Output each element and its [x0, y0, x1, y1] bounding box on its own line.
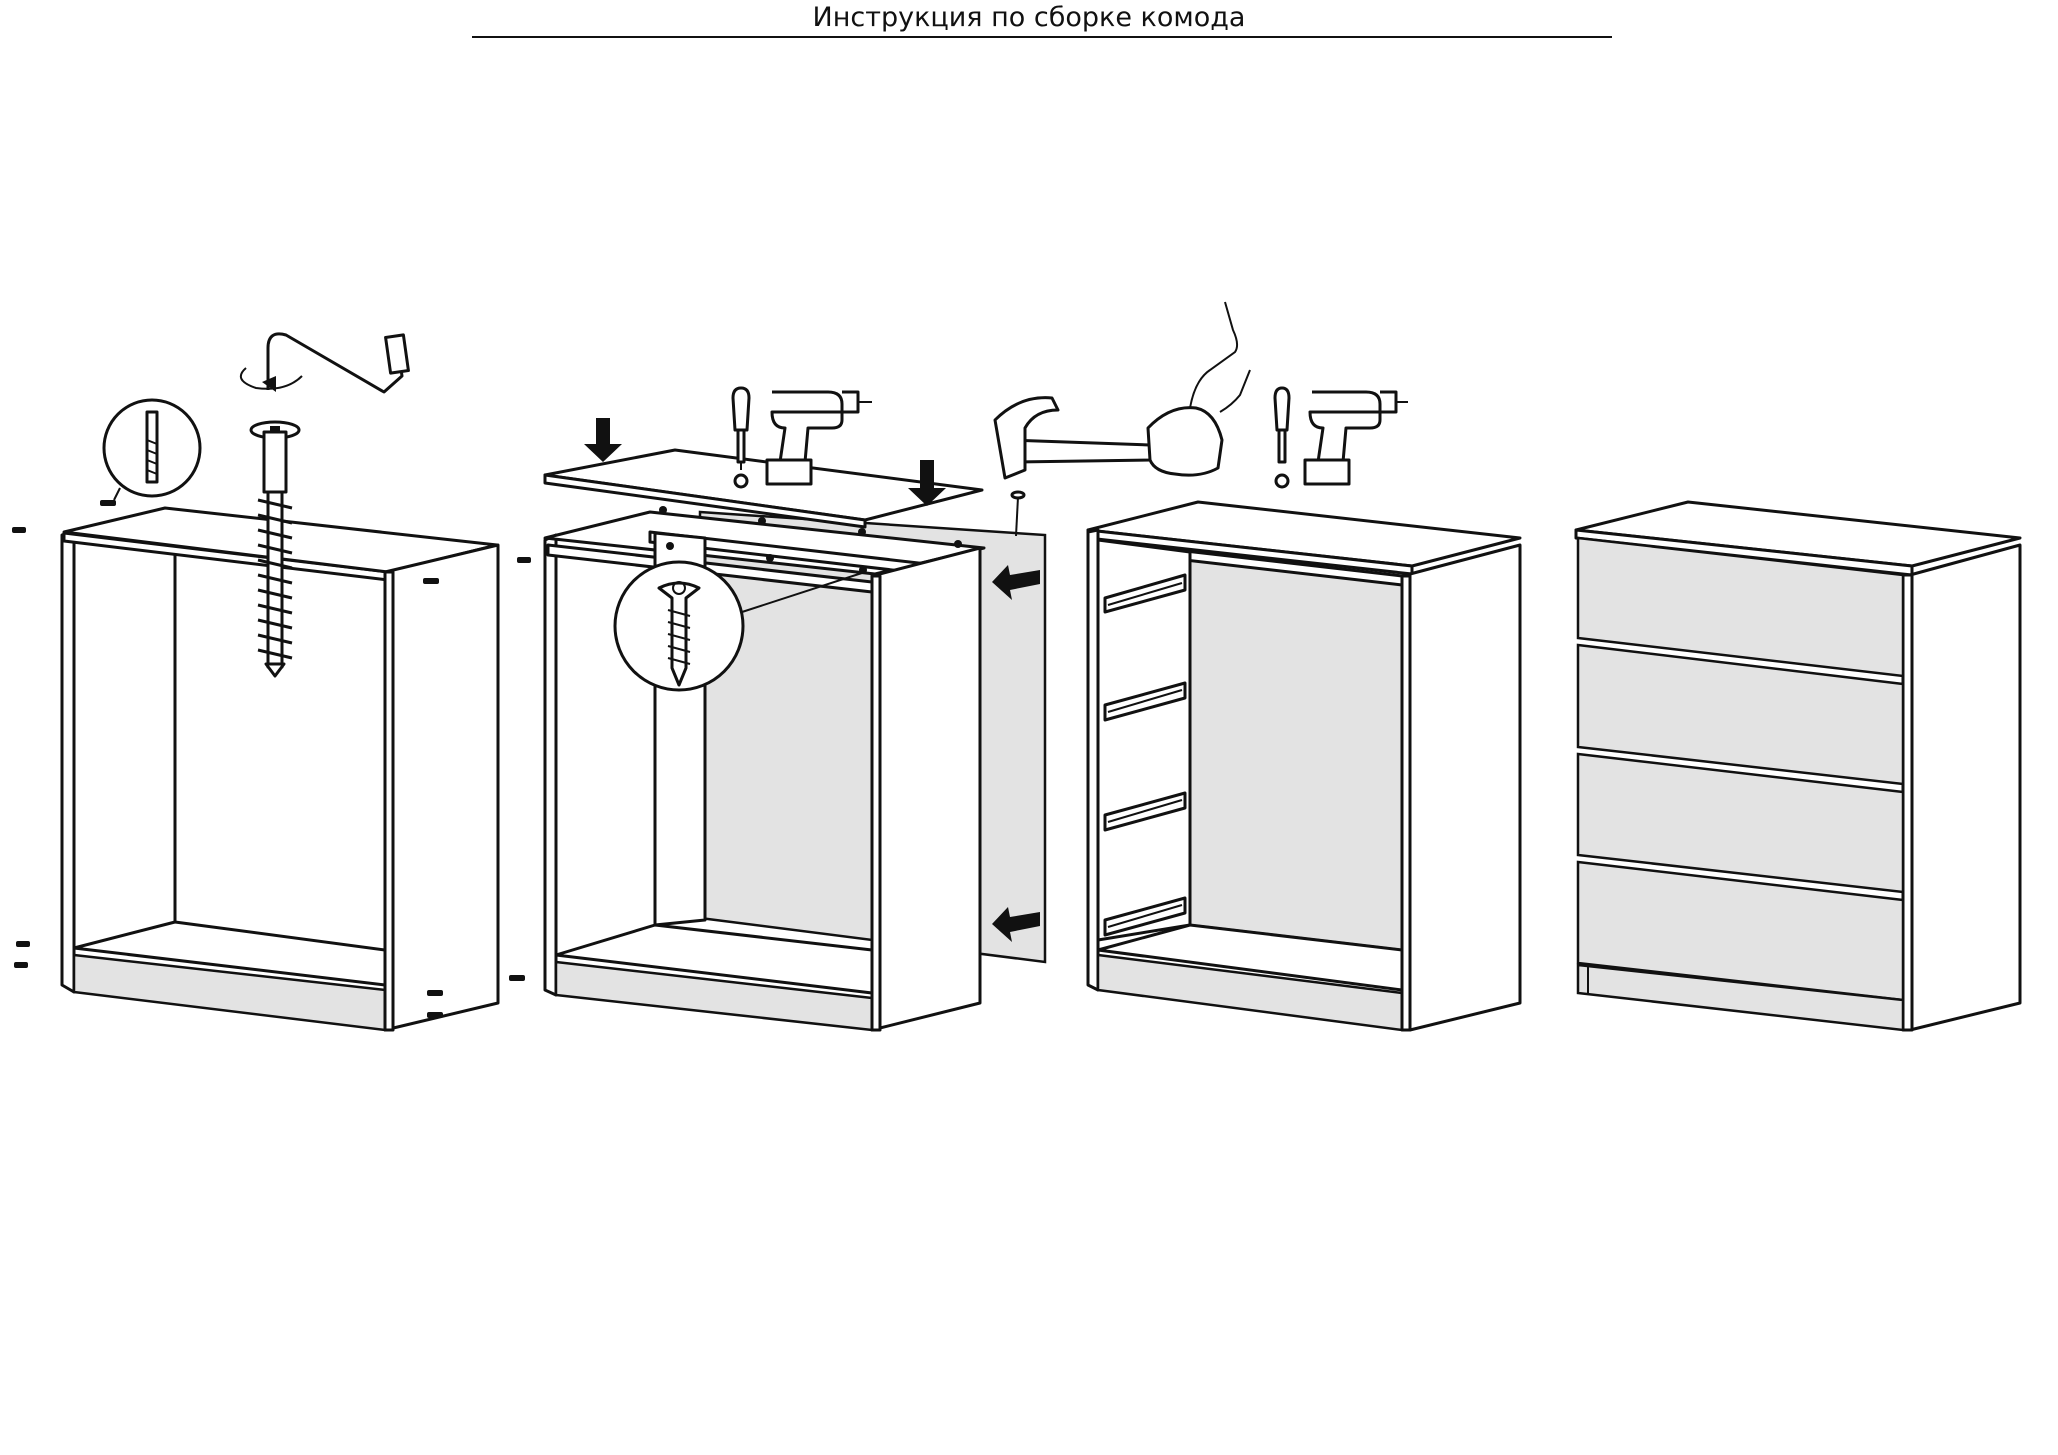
title-underline [472, 36, 1612, 38]
step-2-illustration [509, 386, 1047, 1032]
left-arrow-icon [992, 565, 1040, 600]
step-3-right-panel [1408, 543, 1522, 1032]
rotate-arrow-icon [239, 367, 303, 390]
left-arrow-icon [992, 907, 1040, 942]
screwdriver-icon [731, 386, 751, 489]
dowel-mark [517, 557, 531, 563]
step-1-right-panel-edge [383, 570, 395, 1032]
step-4-illustration [1574, 500, 2022, 1032]
step-2-left-panel [543, 533, 558, 997]
dowel-mark [100, 500, 116, 506]
hand-icon [1146, 301, 1251, 477]
confirmat-screw-icon [249, 420, 301, 678]
hammer-icon [993, 396, 1154, 480]
step-1-right-panel [383, 543, 500, 1032]
step-4-side-panel [1908, 543, 2022, 1032]
dowel-mark [12, 527, 26, 533]
confirmat-detail-screw [145, 410, 159, 484]
drawer-front [1576, 536, 1905, 678]
dowel-mark [427, 1012, 443, 1018]
dowel-mark [427, 990, 443, 996]
step-2-right-panel [870, 546, 982, 1032]
dowel-mark [14, 962, 28, 968]
dowel-mark [16, 941, 30, 947]
drawer-front [1576, 643, 1905, 786]
nail-icon [1010, 490, 1026, 537]
power-drill-icon [765, 390, 872, 486]
dowel-mark [509, 975, 525, 981]
step-1-illustration [12, 332, 500, 1032]
drawer-runner [1103, 791, 1187, 832]
step-3-back-panel [1188, 550, 1404, 952]
drawer-runner [1103, 896, 1187, 937]
screwdriver-icon [1273, 386, 1291, 489]
page-title: Инструкция по сборке комода [812, 2, 1246, 33]
power-drill-icon [1303, 390, 1408, 486]
dowel-mark [423, 578, 439, 584]
step-4-plinth [1576, 963, 1905, 1032]
down-arrow-icon [584, 418, 622, 462]
drawer-runner [1103, 681, 1187, 722]
down-arrow-icon [908, 460, 946, 506]
drawer-front [1576, 752, 1905, 894]
wood-screw-icon [657, 581, 701, 687]
step-1-left-panel [60, 528, 76, 994]
drawer-runner [1103, 573, 1187, 614]
step-3-illustration [993, 301, 1522, 1032]
hex-key-icon [266, 332, 404, 394]
